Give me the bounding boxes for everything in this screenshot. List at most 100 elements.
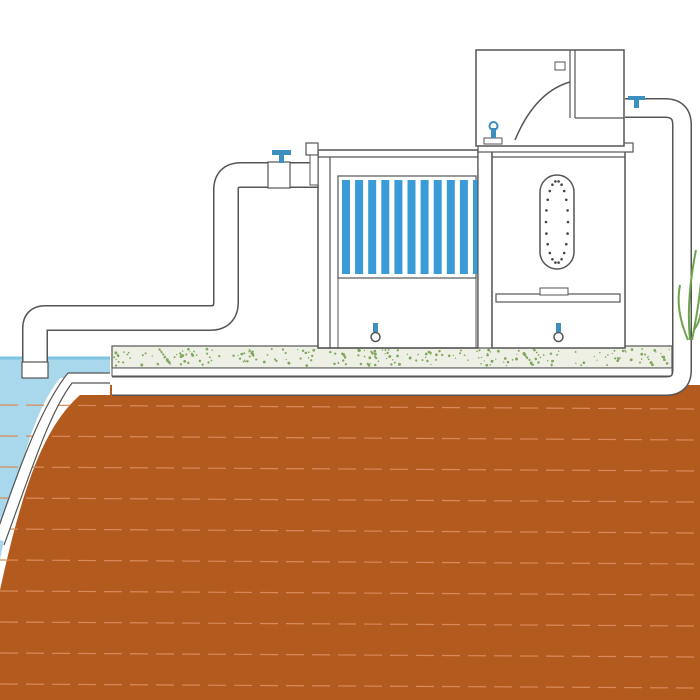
gravel-dot	[127, 351, 130, 354]
diffuser-hole	[545, 209, 548, 212]
gravel-dot	[506, 360, 510, 364]
gravel-dot	[357, 348, 361, 352]
gravel-dot	[490, 359, 494, 363]
diffuser-hole	[566, 220, 570, 224]
gravel-dot	[144, 352, 147, 355]
diffuser-hole	[562, 189, 566, 193]
filter-strip	[433, 180, 442, 274]
filter-strip	[407, 180, 416, 274]
gravel-dot	[427, 350, 431, 354]
gravel-dot	[537, 354, 540, 356]
gravel-dot	[505, 365, 507, 367]
gravel-dot	[530, 363, 534, 366]
drain-valve-1	[370, 323, 381, 343]
gravel-dot	[435, 353, 438, 357]
gravel-dot	[274, 358, 277, 361]
gravel-dot	[373, 355, 376, 358]
gravel-dot	[517, 349, 520, 352]
gravel-dot	[342, 354, 346, 357]
gravel-dot	[374, 356, 378, 360]
gravel-dot	[421, 359, 424, 362]
gravel-dot	[205, 347, 209, 351]
diffuser-hole	[545, 232, 548, 235]
gravel-dot	[297, 348, 299, 351]
diffuser-hole	[554, 261, 557, 264]
gravel-dot	[126, 353, 129, 356]
gravel-dot	[218, 355, 221, 358]
diffuser-hole	[548, 251, 552, 255]
gravel-dot	[305, 364, 309, 367]
diffuser-hole	[557, 180, 560, 183]
gravel-dot	[373, 349, 377, 353]
gravel-dot	[624, 349, 626, 352]
gravel-dot	[557, 350, 560, 353]
gravel-dot	[166, 360, 168, 363]
gravel-dot	[640, 352, 644, 356]
gravel-dot	[616, 359, 620, 363]
gravel-dot	[167, 360, 171, 364]
pond-liner	[0, 373, 110, 542]
gravel-dot	[556, 353, 559, 356]
gravel-dot	[386, 357, 388, 360]
divider-wall	[477, 149, 493, 349]
gravel-dot	[208, 356, 211, 359]
gravel-dot	[480, 362, 482, 365]
gravel-dot	[452, 354, 454, 357]
gravel-dot	[342, 359, 345, 362]
gravel-dot	[495, 358, 497, 360]
gravel-dot	[549, 352, 553, 355]
gravel-dot	[649, 361, 653, 365]
gravel-dot	[621, 349, 625, 353]
gravel-dot	[357, 354, 360, 357]
gravel-dot	[668, 348, 670, 350]
gravel-dot	[454, 357, 457, 359]
gravel-dot	[550, 363, 553, 366]
gravel-dot	[281, 348, 285, 351]
gravel-dot	[489, 364, 492, 366]
diffuser-hole	[551, 183, 554, 186]
gravel-dot	[551, 365, 553, 367]
gravel-dot	[653, 349, 657, 352]
gravel-dot	[240, 353, 243, 356]
filter-strip	[459, 180, 468, 274]
gravel-dot	[262, 360, 266, 364]
soil	[0, 385, 700, 700]
gravel-dot	[424, 352, 428, 356]
gravel-dot	[198, 359, 202, 363]
gravel-dot	[534, 357, 538, 361]
gravel-dot	[299, 357, 302, 360]
filter-strip	[420, 180, 429, 274]
gravel-dot	[183, 360, 187, 363]
gravel-dot	[307, 357, 310, 359]
gravel-dot	[503, 361, 505, 363]
diffuser-hole	[566, 209, 569, 212]
top-valve	[488, 121, 499, 138]
diffuser-hole	[560, 258, 563, 261]
gravel-dot	[190, 352, 194, 356]
soil-stripe	[0, 559, 700, 565]
gravel-dot	[377, 360, 380, 363]
gravel-dot	[629, 358, 633, 362]
gravel-dot	[580, 364, 583, 367]
gravel-dot	[359, 362, 363, 366]
gravel-dot	[497, 349, 500, 353]
gravel-dot	[386, 351, 389, 355]
gravel-dot	[287, 361, 291, 365]
gravel-dot	[463, 354, 466, 357]
diffuser-hole	[566, 232, 569, 235]
gravel-dot	[551, 359, 554, 363]
gravel-dot	[483, 360, 485, 362]
gravel-dot	[447, 354, 451, 358]
gravel-dot	[630, 348, 634, 351]
gravel-dot	[503, 357, 507, 360]
gravel-dot	[467, 359, 469, 361]
gravel-dot	[249, 350, 252, 352]
gravel-dot	[251, 350, 254, 353]
gravel-dot	[185, 353, 188, 356]
gravel-dot	[644, 353, 647, 356]
gravel-dot	[415, 359, 418, 362]
gravel-dot	[123, 351, 125, 353]
gravel-dot	[179, 353, 182, 356]
gravel-dot	[270, 347, 273, 351]
gravel-dot	[187, 347, 190, 351]
